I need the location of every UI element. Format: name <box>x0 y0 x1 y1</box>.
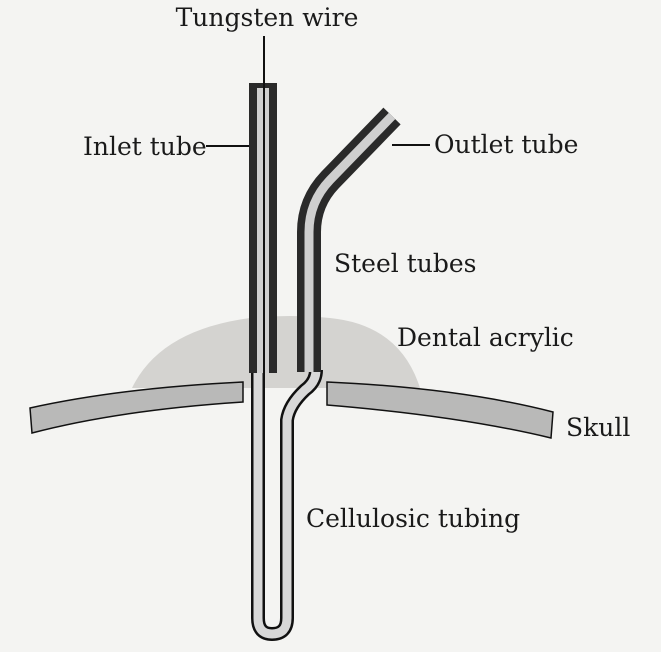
label-steel-tubes: Steel tubes <box>334 249 476 278</box>
cellulosic-tubing-interior <box>253 369 321 639</box>
label-skull: Skull <box>566 413 630 442</box>
label-tungsten-wire: Tungsten wire <box>176 3 359 32</box>
label-dental-acrylic: Dental acrylic <box>397 323 574 352</box>
label-cellulosic-tubing: Cellulosic tubing <box>306 504 520 533</box>
skull-left <box>29 381 244 434</box>
skull-right <box>326 381 554 439</box>
label-outlet-tube: Outlet tube <box>434 130 578 159</box>
label-inlet-tube: Inlet tube <box>83 132 207 161</box>
outlet-tube-interior <box>304 112 396 372</box>
